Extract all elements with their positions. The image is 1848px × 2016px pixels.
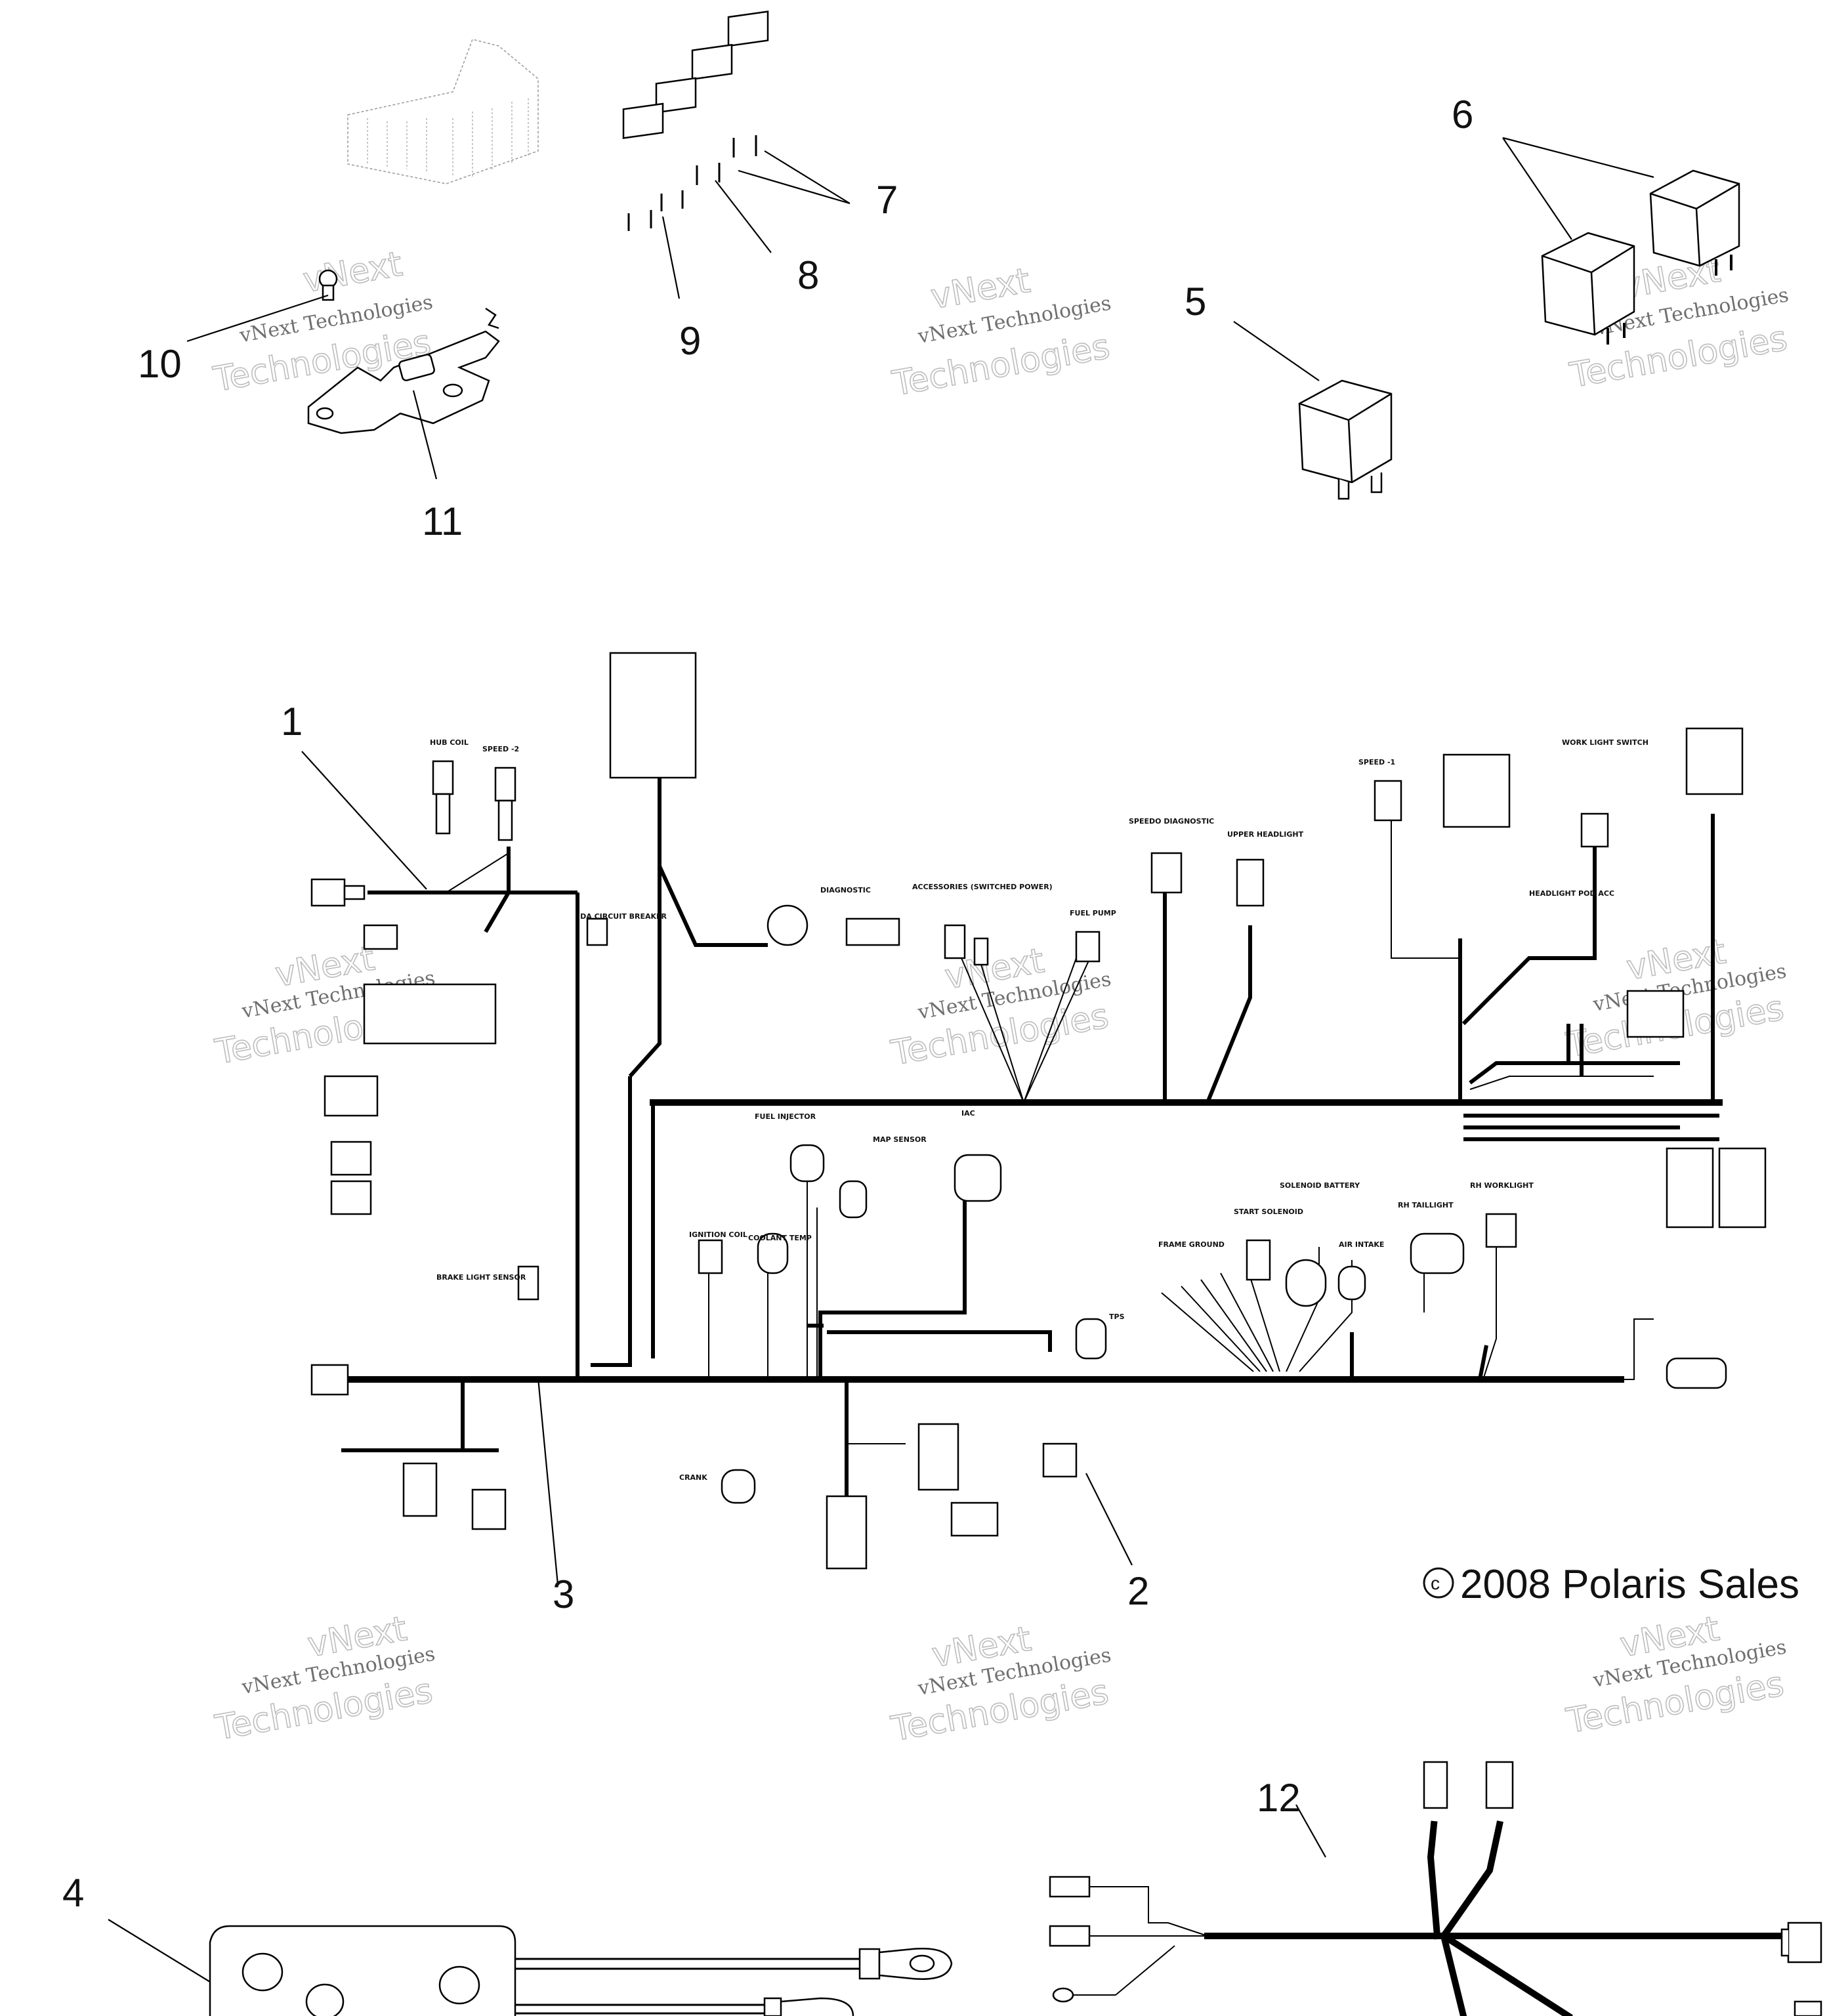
callout-numbers: 6 7 8 9 5 10 11 1 3 2 12 4	[62, 93, 1473, 1915]
copyright-circle	[1423, 1567, 1454, 1599]
label-brake-light-sensor: BRAKE LIGHT SENSOR	[436, 1273, 526, 1282]
label-tps: TPS	[1109, 1312, 1125, 1321]
label-speed-1: SPEED -1	[1358, 758, 1395, 766]
leader-lines-main	[108, 751, 1326, 1983]
callout-5: 5	[1185, 280, 1206, 324]
label-coolant-temp: COOLANT TEMP	[748, 1234, 812, 1242]
callout-3: 3	[553, 1572, 574, 1616]
callout-4: 4	[62, 1871, 84, 1915]
label-ignition-coil: IGNITION COIL	[689, 1230, 747, 1239]
watermark-group: vNext vNext Technologies Technologies	[1563, 1608, 1788, 1742]
label-crank: CRANK	[679, 1473, 707, 1482]
label-start-solenoid: START SOLENOID	[1234, 1208, 1303, 1216]
fuse-part-9	[655, 77, 697, 211]
label-headlight-pod-acc: HEADLIGHT POD ACC	[1529, 889, 1614, 898]
label-frame-ground: FRAME GROUND	[1158, 1240, 1225, 1249]
label-fuel-injector: FUEL INJECTOR	[755, 1112, 816, 1121]
watermark-group: vNext vNext Technologies Technologies	[888, 1619, 1113, 1750]
watermark-group: vNext vNext Technologies Technologies	[889, 261, 1113, 404]
fuse-part-8	[691, 43, 733, 185]
label-rh-worklight: RH WORKLIGHT	[1470, 1181, 1534, 1190]
fuse-part-7	[727, 10, 769, 158]
label-diagnostic: DIAGNOSTIC	[820, 886, 871, 894]
label-rh-taillight: RH TAILLIGHT	[1398, 1201, 1454, 1209]
label-work-light-switch: WORK LIGHT SWITCH	[1562, 738, 1648, 747]
label-speed-2: SPEED -2	[482, 745, 519, 753]
label-upper-headlight: UPPER HEADLIGHT	[1227, 830, 1304, 839]
label-accessories: ACCESSORIES (SWITCHED POWER)	[912, 883, 1053, 891]
callout-2: 2	[1127, 1569, 1149, 1613]
battery-cable-part	[209, 1925, 953, 2016]
label-map-sensor: MAP SENSOR	[873, 1135, 927, 1144]
callout-9: 9	[679, 319, 701, 363]
connector-labels: HUB COIL SPEED -2 IDA CIRCUIT BREAKER DI…	[430, 738, 1648, 1482]
connectors	[310, 652, 1767, 1570]
callout-6: 6	[1452, 93, 1473, 136]
callout-11: 11	[422, 499, 463, 543]
label-air-intake: AIR INTAKE	[1339, 1240, 1384, 1249]
fuse-box-part	[347, 39, 539, 184]
copyright-text: 2008 Polaris Sales	[1460, 1562, 1799, 1607]
bracket-part	[307, 269, 500, 434]
callout-12: 12	[1257, 1776, 1301, 1820]
main-harness	[341, 689, 1723, 1503]
label-speedo-diagnostic: SPEEDO DIAGNOSTIC	[1129, 817, 1214, 826]
label-fuel-pump: FUEL PUMP	[1070, 909, 1116, 917]
callout-7: 7	[876, 178, 898, 222]
relay-part-6a	[1541, 232, 1635, 345]
leader-lines-top	[186, 136, 1654, 480]
label-hub-coil: HUB COIL	[430, 738, 469, 747]
callout-10: 10	[138, 342, 182, 386]
callout-8: 8	[797, 253, 819, 297]
label-iac: IAC	[961, 1109, 975, 1118]
relay-part-6b	[1649, 169, 1740, 276]
callout-1: 1	[281, 700, 303, 744]
watermark-overlay: vNext	[300, 245, 405, 301]
relay-part-5	[1298, 379, 1393, 500]
fuse-part-9b	[622, 102, 664, 231]
copyright-symbol: c	[1431, 1573, 1440, 1593]
label-solenoid-battery: SOLENOID BATTERY	[1280, 1181, 1360, 1190]
accessory-harness-part	[1049, 1761, 1822, 2016]
label-ida-circuit-breaker: IDA CIRCUIT BREAKER	[578, 912, 667, 921]
copyright: c 2008 Polaris Sales	[1423, 1562, 1799, 1607]
watermark-group: vNext vNext Technologies Technologies	[211, 1608, 436, 1749]
